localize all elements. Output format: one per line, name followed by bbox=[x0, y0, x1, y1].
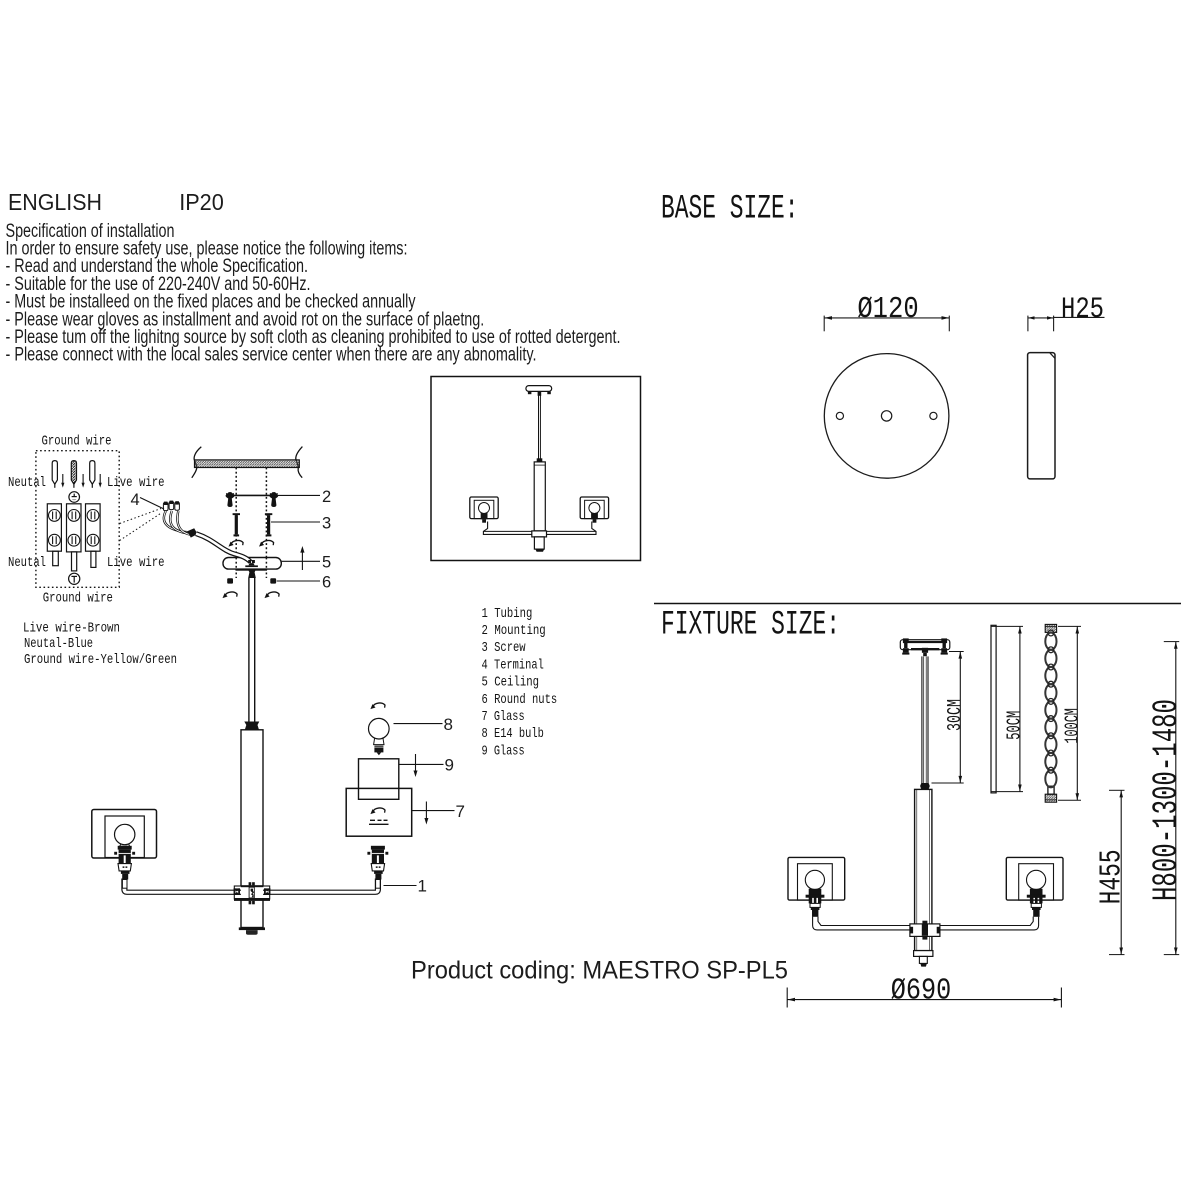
svg-text:- Please connect with the loca: - Please connect with the local sales se… bbox=[6, 345, 537, 366]
svg-text:6 Round nuts: 6 Round nuts bbox=[482, 692, 558, 708]
svg-text:7 Glass: 7 Glass bbox=[482, 709, 525, 725]
svg-text:- Must be installeed on the fi: - Must be installeed on the fixed places… bbox=[6, 292, 416, 313]
svg-text:H455: H455 bbox=[1095, 849, 1130, 904]
svg-text:- Suitable for the use of 220-: - Suitable for the use of 220-240V and 5… bbox=[6, 274, 311, 295]
svg-text:- Please tum off the lighitng: - Please tum off the lighitng source by … bbox=[6, 327, 621, 348]
svg-text:4 Terminal: 4 Terminal bbox=[482, 657, 544, 673]
svg-text:5 Ceiling: 5 Ceiling bbox=[482, 675, 540, 691]
svg-text:FIXTURE SIZE:: FIXTURE SIZE: bbox=[661, 607, 840, 645]
svg-text:Product coding: MAESTRO SP-PL5: Product coding: MAESTRO SP-PL5 bbox=[411, 956, 788, 984]
svg-text:Ground wire-Yellow/Green: Ground wire-Yellow/Green bbox=[24, 652, 177, 668]
svg-text:IP20: IP20 bbox=[179, 189, 224, 215]
svg-text:Live wire-Brown: Live wire-Brown bbox=[23, 621, 120, 637]
svg-text:3 Screw: 3 Screw bbox=[482, 640, 527, 656]
svg-text:8: 8 bbox=[444, 715, 453, 734]
svg-text:Live wire: Live wire bbox=[107, 475, 165, 491]
svg-text:2: 2 bbox=[322, 488, 331, 506]
svg-text:5: 5 bbox=[322, 554, 331, 572]
svg-text:3: 3 bbox=[322, 514, 331, 532]
svg-text:In order to ensure safety use,: In order to ensure safety use, please no… bbox=[6, 239, 408, 260]
svg-text:H25: H25 bbox=[1061, 293, 1104, 327]
svg-text:1: 1 bbox=[418, 877, 427, 896]
svg-text:Specification of installation: Specification of installation bbox=[6, 221, 175, 242]
svg-text:100CM: 100CM bbox=[1062, 708, 1084, 744]
svg-text:Neutal-Blue: Neutal-Blue bbox=[24, 636, 93, 652]
svg-text:9 Glass: 9 Glass bbox=[482, 743, 525, 759]
svg-text:4: 4 bbox=[131, 491, 140, 509]
svg-text:- Read and understand the whol: - Read and understand the whole Specific… bbox=[6, 256, 309, 277]
svg-text:1 Tubing: 1 Tubing bbox=[482, 606, 533, 622]
svg-text:Ø120: Ø120 bbox=[857, 292, 918, 327]
svg-text:2 Mounting: 2 Mounting bbox=[482, 623, 546, 639]
svg-text:Ø690: Ø690 bbox=[891, 974, 952, 1009]
svg-text:Live wire: Live wire bbox=[107, 555, 165, 571]
svg-text:Ground wire: Ground wire bbox=[42, 434, 112, 450]
svg-text:30CM: 30CM bbox=[944, 699, 966, 731]
svg-text:ENGLISH: ENGLISH bbox=[8, 189, 102, 215]
svg-text:Neutal: Neutal bbox=[8, 475, 46, 491]
svg-text:6: 6 bbox=[322, 573, 331, 591]
svg-text:50CM: 50CM bbox=[1004, 711, 1026, 740]
svg-text:9: 9 bbox=[445, 756, 454, 775]
svg-text:H800-1300-1480: H800-1300-1480 bbox=[1147, 699, 1187, 901]
svg-text:8 E14 bulb: 8 E14 bulb bbox=[482, 726, 544, 742]
svg-text:7: 7 bbox=[456, 802, 465, 821]
svg-text:BASE SIZE:: BASE SIZE: bbox=[661, 190, 799, 228]
svg-text:Neutal: Neutal bbox=[8, 555, 46, 571]
svg-text:- Please wear gloves as instal: - Please wear gloves as installment and … bbox=[6, 309, 485, 330]
svg-text:Ground wire: Ground wire bbox=[43, 590, 113, 606]
